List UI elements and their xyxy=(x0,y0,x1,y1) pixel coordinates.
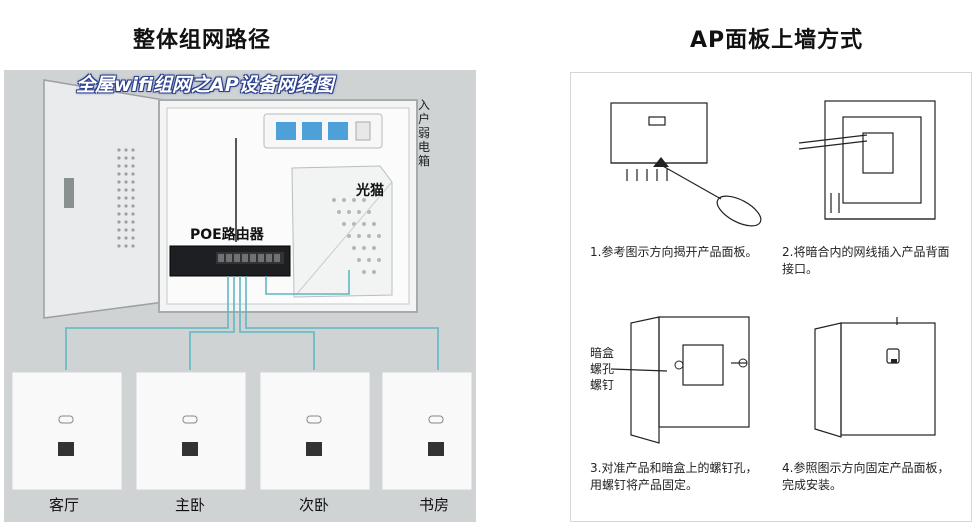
right-title: AP面板上墙方式 xyxy=(690,28,864,53)
box-label: 入户弱电箱 xyxy=(418,98,431,168)
room-label-master: 主卧 xyxy=(174,496,205,514)
installation-panel xyxy=(570,72,972,522)
room-label-study: 书房 xyxy=(418,496,449,514)
callout-box: 暗盒 xyxy=(590,346,615,360)
callout-hole: 螺孔 xyxy=(590,362,615,376)
left-title: 整体组网路径 xyxy=(133,28,272,53)
step-3-caption: 3.对准产品和暗盒上的螺钉孔， 用螺钉将产品固定。 xyxy=(590,461,758,492)
network-illustration xyxy=(11,79,473,491)
router-label: POE路由器 xyxy=(190,227,264,243)
step-1-caption: 1.参考图示方向揭开产品面板。 xyxy=(590,245,758,259)
modem-label: 光猫 xyxy=(356,183,384,199)
room-label-second: 次卧 xyxy=(298,496,329,514)
step-2-caption: 2.将暗合内的网线插入产品背面 接口。 xyxy=(782,245,950,276)
room-label-living: 客厅 xyxy=(48,496,79,514)
installation-illustration xyxy=(610,100,936,444)
step-4-caption: 4.参照图示方向固定产品面板， 完成安装。 xyxy=(782,461,950,492)
network-banner: 全屋wifi组网之AP设备网络图 xyxy=(76,74,334,96)
callout-screw: 螺钉 xyxy=(590,378,615,392)
network-diagram-panel xyxy=(4,70,476,522)
